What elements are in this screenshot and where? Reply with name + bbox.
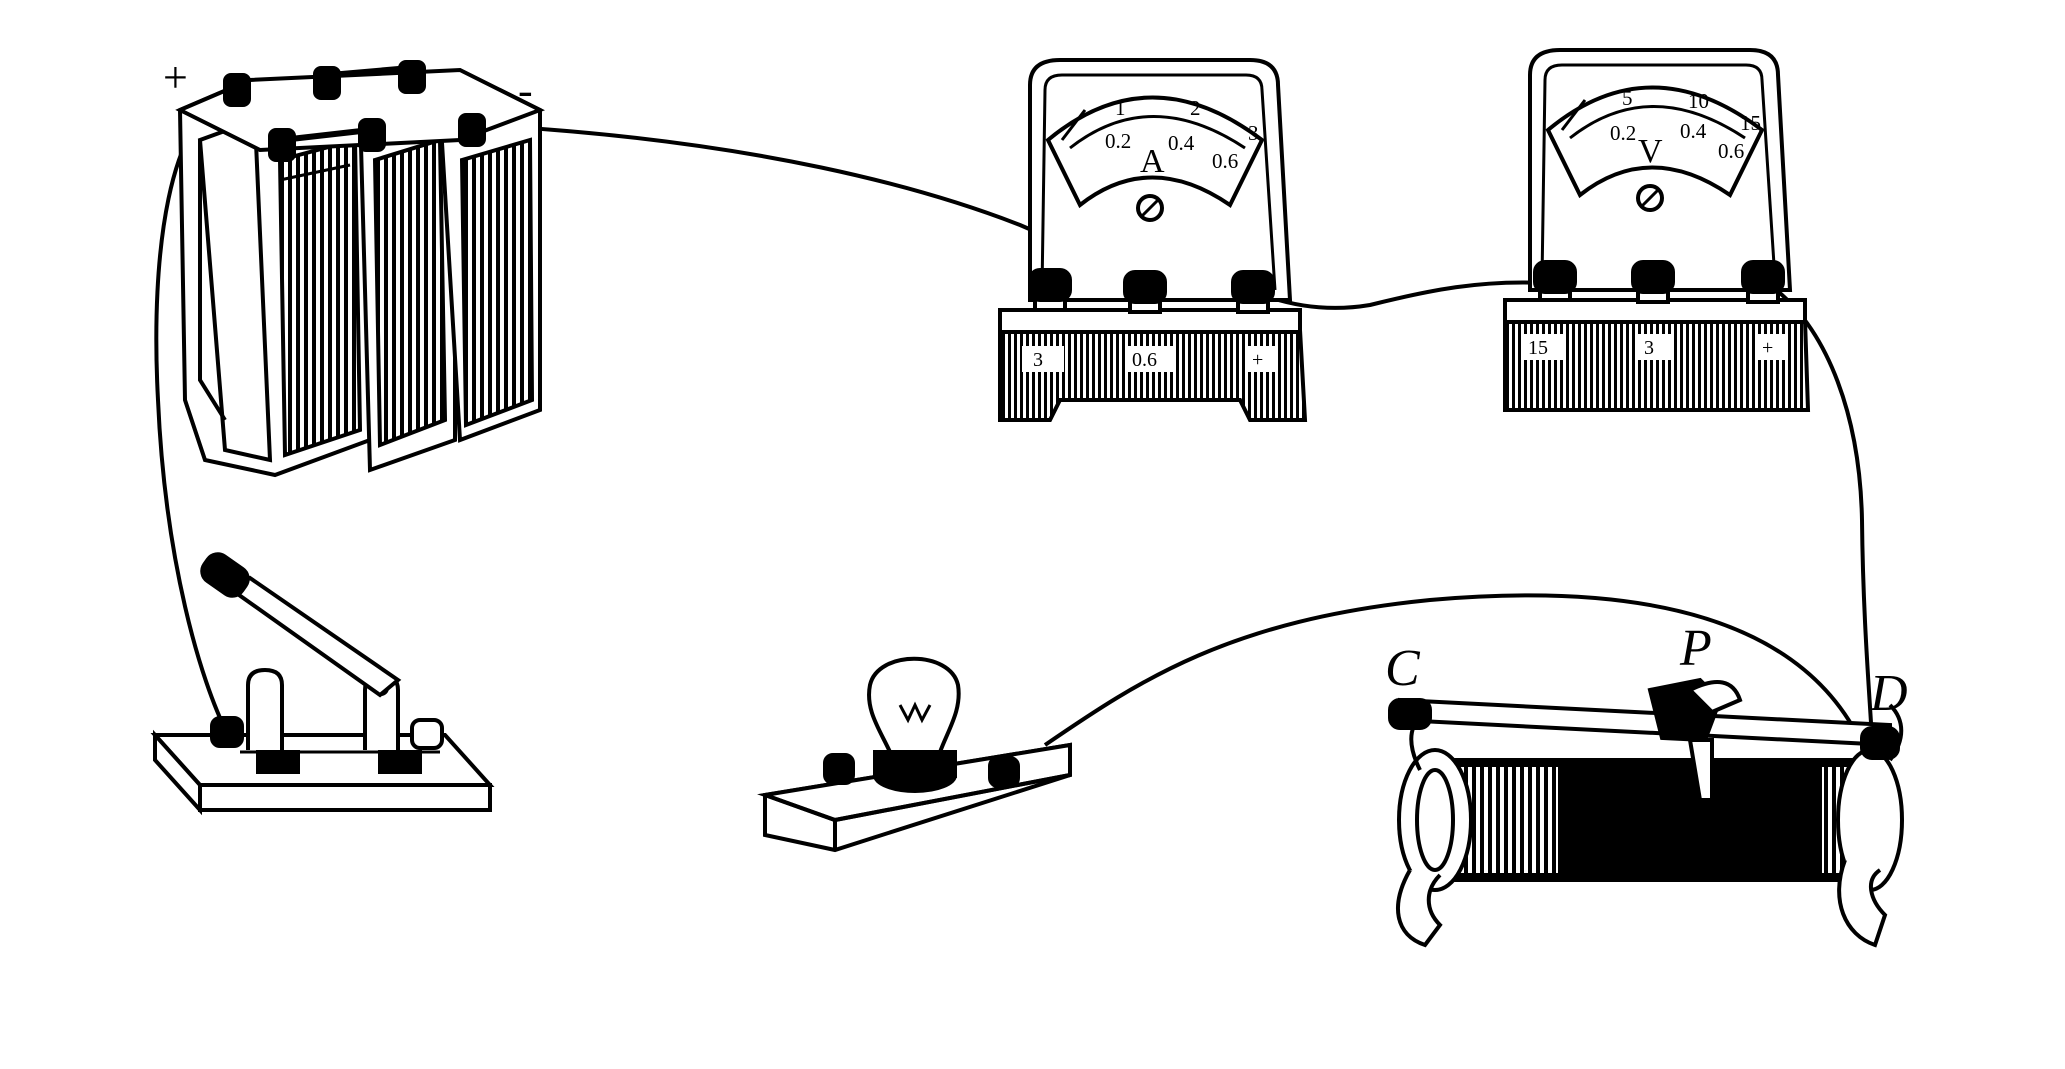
lamp-terminal-left[interactable] [823,753,855,785]
voltmeter-terminal-3[interactable] [1631,260,1675,304]
ammeter-scale-upper-1: 1 [1115,96,1126,120]
voltmeter [1503,48,1811,412]
switch-terminal-left[interactable] [210,716,244,748]
ammeter-scale-lower-2: 0.4 [1168,131,1195,155]
voltmeter-scale-upper-10: 10 [1688,89,1709,113]
battery-terminal-minus[interactable] [458,113,486,147]
rheostat-slider-p[interactable] [1647,677,1743,802]
lamp-terminal-right[interactable] [988,756,1020,788]
ammeter-scale-lower-1: 0.2 [1105,129,1131,153]
ammeter-terminal-label-3: 3 [1033,349,1043,371]
rheostat-label-d: D [1869,665,1908,722]
voltmeter-scale-lower-2: 0.4 [1680,119,1707,143]
knife-switch[interactable] [150,550,495,816]
ammeter-terminal-0.6[interactable] [1123,270,1167,314]
rheostat-label-c: C [1385,640,1421,697]
battery-cell-1 [177,78,372,478]
rheostat-terminal-c[interactable] [1388,698,1432,730]
voltmeter-terminal-plus[interactable] [1741,260,1785,304]
ammeter-terminal-label-0.6: 0.6 [1132,349,1157,371]
ammeter-terminal-3[interactable] [1028,268,1072,312]
ammeter-scale-lower-3: 0.6 [1212,149,1238,173]
voltmeter-terminal-label-plus: + [1762,337,1773,359]
ammeter-terminal-plus[interactable] [1231,270,1275,314]
voltmeter-unit-label: V [1638,133,1663,170]
rheostat[interactable] [1388,677,1904,948]
voltmeter-scale-lower-3: 0.6 [1718,139,1744,163]
battery-terminal [358,118,386,152]
ammeter-terminal-label-plus: + [1252,349,1263,371]
ammeter-scale-upper-3: 3 [1248,121,1259,145]
ammeter-unit-label: A [1140,143,1165,180]
voltmeter-dial [1545,85,1765,199]
lamp[interactable] [757,656,1072,853]
ammeter-dial [1045,95,1265,209]
voltmeter-terminal-label-3: 3 [1644,337,1654,359]
rheostat-label-p: P [1679,620,1712,677]
wire-ammeter-to-voltmeter [1254,280,1546,310]
voltmeter-scale-upper-5: 5 [1622,86,1633,110]
battery-plus-sign: + [163,53,188,102]
battery-cell-3 [437,87,542,443]
wire-voltmeter-to-rheostat-d [1768,283,1874,741]
battery [175,60,545,478]
wire-lamp-to-rheostat-d [1043,593,1862,747]
rheostat-terminal-d[interactable] [1860,726,1900,760]
ammeter-scale-upper-2: 2 [1190,96,1201,120]
voltmeter-scale-upper-15: 15 [1740,111,1761,135]
voltmeter-scale-lower-1: 0.2 [1610,121,1636,145]
voltmeter-terminal-15[interactable] [1533,260,1577,302]
battery-terminal [268,128,296,162]
battery-terminal-plus[interactable] [223,73,251,107]
battery-minus-sign: - [518,66,533,115]
switch-terminal-right[interactable] [410,718,444,750]
ammeter [998,58,1308,422]
voltmeter-terminal-label-15: 15 [1528,337,1548,359]
